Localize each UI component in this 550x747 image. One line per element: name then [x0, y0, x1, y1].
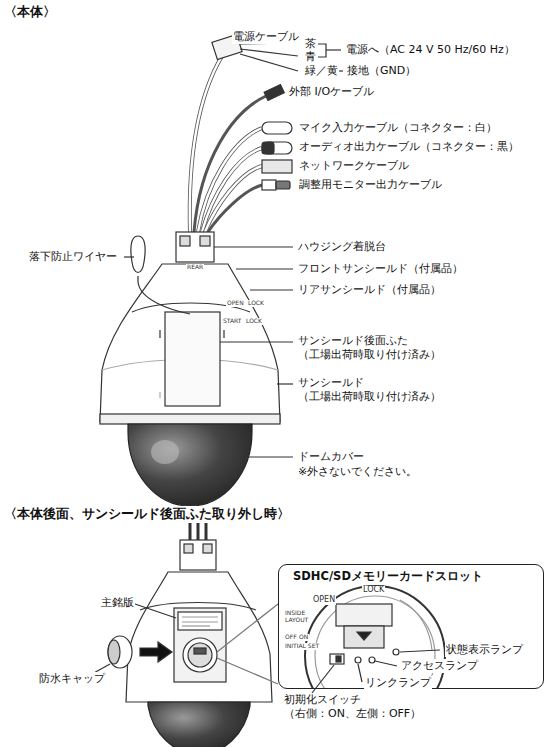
part-label: 外部 I/Oケーブル: [288, 85, 375, 99]
inset-heading: SDHC/SDメモリーカードスロット: [291, 569, 485, 584]
part-label: INITIAL SET: [284, 643, 320, 650]
part-label: LOCK: [362, 586, 385, 595]
part-label: 防水キャップ: [38, 672, 106, 686]
part-label: 緑／黄: [304, 64, 339, 78]
part-label: OPEN: [312, 596, 336, 605]
part-label: LOCK: [245, 318, 263, 325]
part-label: アクセスランプ: [400, 659, 479, 673]
part-label: リアサンシールド（付属品）: [297, 283, 442, 297]
part-label: 主銘版: [100, 596, 135, 610]
part-label: OPEN: [226, 300, 245, 307]
part-label: 調整用モニター出力ケーブル: [298, 178, 443, 192]
part-label: マイク入力ケーブル（コネクター：白）: [298, 121, 498, 135]
part-label: OFF: [284, 634, 298, 641]
part-label: 青: [304, 50, 317, 64]
part-label: 〈本体後面、サンシールド後面ふた取り外し時〉: [3, 506, 291, 523]
part-label: 電源へ（AC 24 V 50 Hz/60 Hz）: [345, 43, 516, 57]
part-label: ネットワークケーブル: [298, 159, 410, 173]
part-label: フロントサンシールド（付属品）: [297, 262, 464, 276]
part-label: オーディオ出力ケーブル（コネクター：黒）: [298, 140, 520, 154]
part-label: 状態表示ランプ: [445, 643, 524, 657]
part-label: ON: [298, 634, 309, 641]
part-label: 電源ケーブル: [232, 30, 300, 44]
part-label: ハウジング着脱台: [297, 240, 387, 254]
part-label: START: [222, 318, 243, 325]
part-label: 初期化スイッチ （右側：ON、左側：OFF）: [283, 693, 422, 722]
part-label: INSIDE LAYOUT: [284, 610, 309, 623]
part-label: REAR: [186, 264, 204, 271]
part-label: 落下防止ワイヤー: [28, 250, 118, 264]
part-label: ※外さないでください。: [297, 465, 418, 479]
part-label: LOCK: [247, 300, 265, 307]
part-label: サンシールド後面ふた （工場出荷時取り付け済み）: [297, 334, 442, 363]
part-label: 接地（GND）: [346, 64, 417, 78]
part-label: 〈本体〉: [3, 4, 57, 21]
part-label: サンシールド （工場出荷時取り付け済み）: [297, 376, 442, 405]
part-label: ドームカバー: [297, 450, 365, 464]
part-label: リンクランプ: [364, 676, 432, 690]
